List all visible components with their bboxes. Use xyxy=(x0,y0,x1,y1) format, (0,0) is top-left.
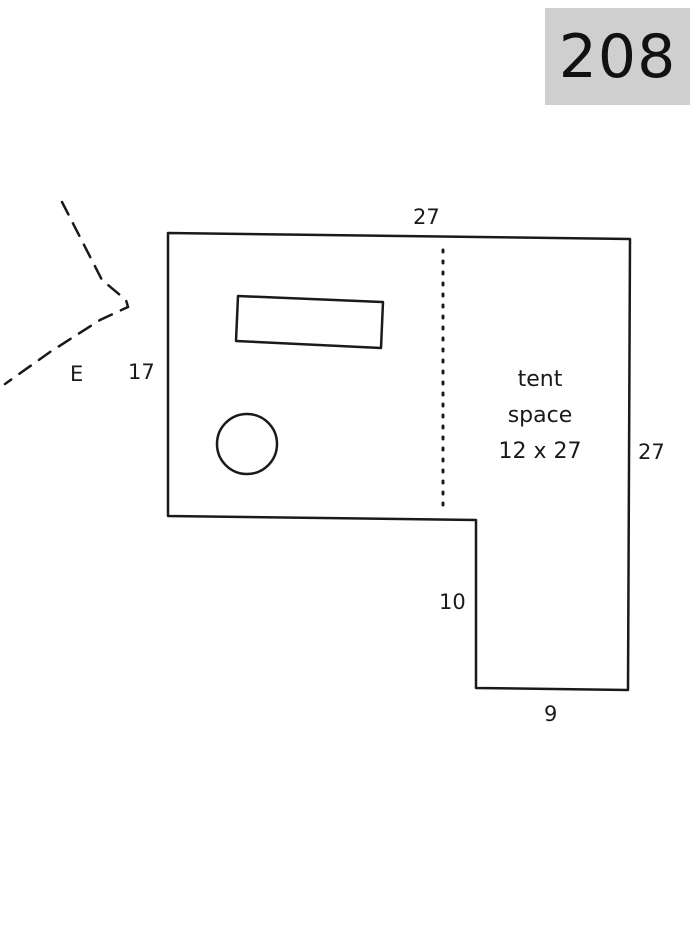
site-boundary xyxy=(166,231,632,692)
picnic-table xyxy=(234,294,385,350)
site-number: 208 xyxy=(558,21,677,92)
dimension-right: 27 xyxy=(638,440,665,464)
dimension-left: 17 xyxy=(128,360,155,384)
dimension-inner-vertical: 10 xyxy=(439,590,466,614)
fire-ring xyxy=(215,412,279,476)
tent-space-line-3: 12 x 27 xyxy=(498,439,582,464)
site-number-badge: 208 xyxy=(545,8,690,105)
dimension-bottom: 9 xyxy=(544,702,558,726)
dimension-top: 27 xyxy=(413,205,440,229)
entrance-label: E xyxy=(70,362,84,386)
tent-space-line-2: space xyxy=(507,403,573,428)
tent-space-line-1: tent xyxy=(517,367,563,392)
entrance-path xyxy=(3,200,130,386)
tent-space-label: tent space 12 x 27 xyxy=(480,362,600,470)
